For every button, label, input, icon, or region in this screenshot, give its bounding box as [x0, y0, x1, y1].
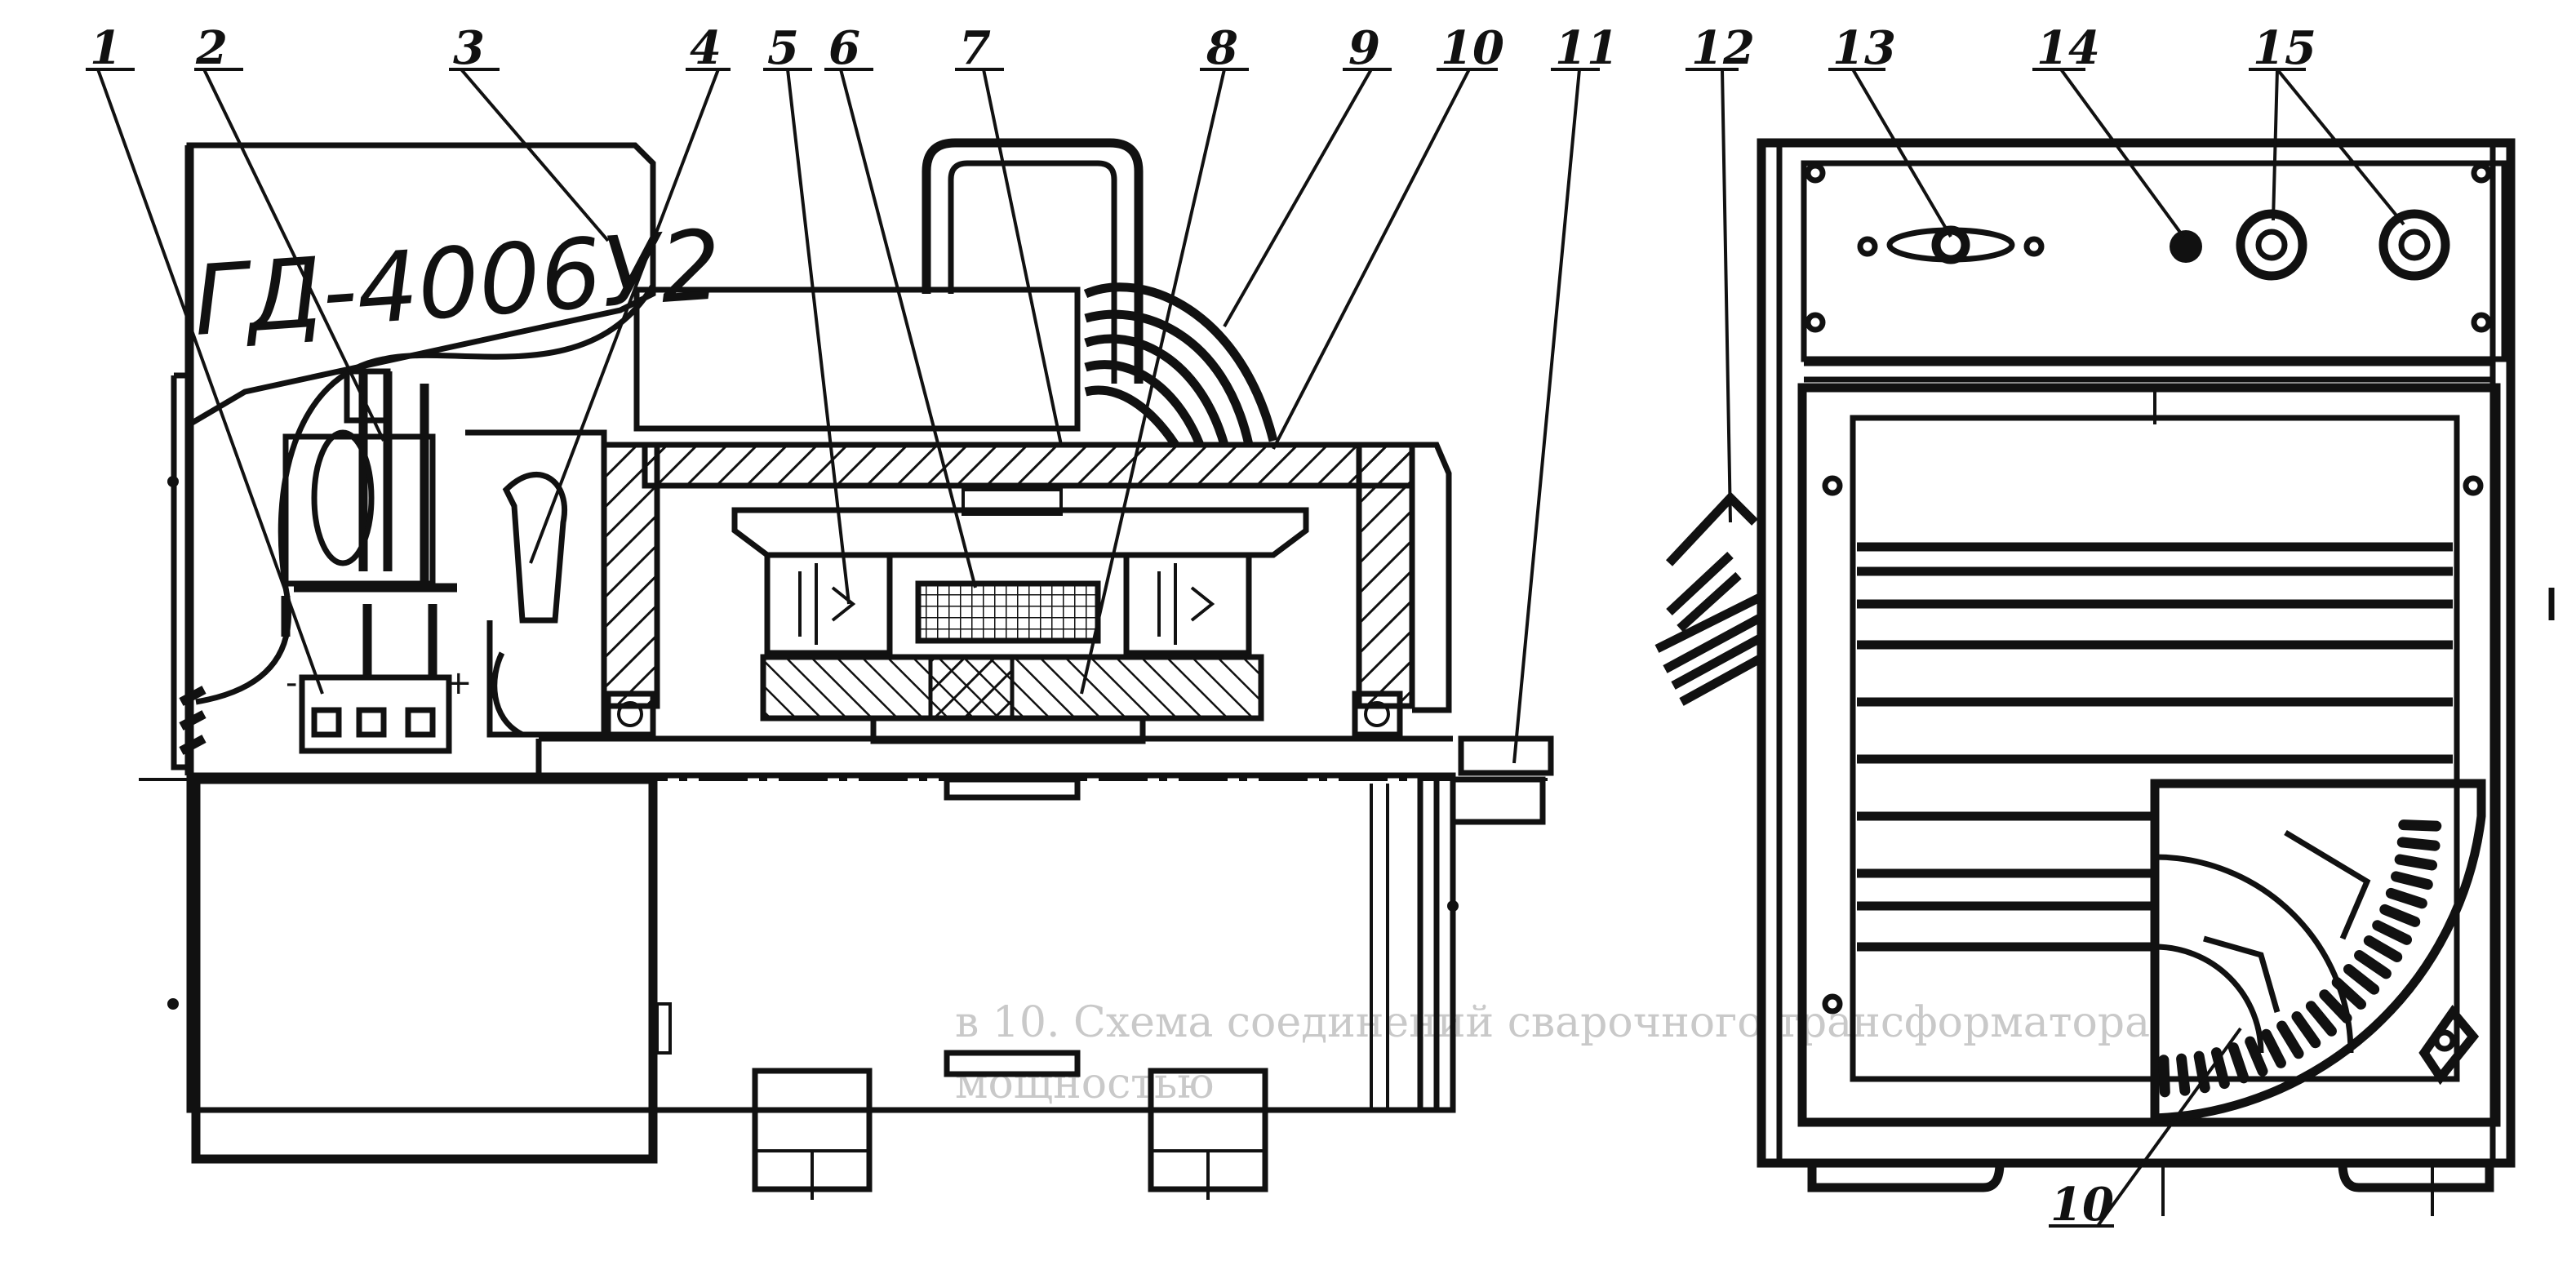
- rotor-slot: [2227, 1042, 2250, 1084]
- rotor-slots: [2158, 819, 2442, 1098]
- rotor-slot: [2372, 920, 2413, 945]
- rotor-slot: [2391, 871, 2433, 890]
- rotor-slot: [2291, 1011, 2321, 1049]
- callout-2: 2: [195, 21, 228, 75]
- rotor-slot: [2396, 837, 2441, 851]
- model-label: ГД-4006У2: [189, 208, 725, 357]
- rotor-slot: [2245, 1036, 2268, 1077]
- rotor-slot: [2354, 949, 2392, 979]
- callout-15: 15: [2253, 21, 2316, 75]
- rotor-slot: [2363, 935, 2403, 963]
- side-section-view: - + ГД-4006У2: [139, 138, 1554, 1200]
- rotor-slot: [2305, 1001, 2337, 1037]
- terminal-plus-sign: +: [445, 664, 473, 702]
- rotor-slot: [2331, 977, 2367, 1010]
- cutaway-slot-section: [2150, 779, 2486, 1123]
- rotor-slot: [2385, 887, 2427, 909]
- ventilation-louvres: [1857, 542, 2453, 952]
- rotor-slot: [2276, 1020, 2304, 1059]
- terminal-block: [299, 604, 452, 754]
- rotor-slot: [2176, 1053, 2191, 1096]
- callout-10: 10: [1441, 21, 1504, 75]
- control-panel: [1857, 209, 2450, 281]
- callout-8: 8: [1206, 21, 1238, 75]
- rotor-slot: [2193, 1050, 2210, 1094]
- callout-7: 7: [959, 21, 991, 75]
- callout-12: 12: [1691, 21, 1755, 75]
- output-socket-icon: [2236, 209, 2307, 281]
- terminal-minus-sign: -: [286, 664, 297, 702]
- callout-11: 11: [1555, 21, 1619, 75]
- rotor-slot: [2379, 904, 2421, 927]
- callouts: 1 2 3 4 5 6 7 8 9 10 11 12 13 14 15 10: [86, 21, 2405, 1232]
- rotor-slot: [2261, 1028, 2286, 1068]
- callout-10-front: 10: [2050, 1178, 2114, 1232]
- callout-6: 6: [828, 21, 860, 75]
- callout-5: 5: [767, 21, 799, 75]
- callout-13: 13: [1832, 21, 1896, 75]
- callout-14: 14: [2036, 21, 2100, 75]
- output-socket-icon: [2378, 209, 2450, 281]
- bleed-through-text-line1: в 10. Схема соединений сварочного трансф…: [955, 998, 2150, 1047]
- front-view: [1654, 138, 2555, 1216]
- callout-3: 3: [453, 21, 485, 75]
- callout-4: 4: [690, 21, 722, 75]
- callout-9: 9: [1348, 21, 1380, 75]
- rotor-slot: [2394, 854, 2438, 871]
- cable-bundle: [1083, 282, 1278, 448]
- rotor-slot: [2343, 964, 2380, 995]
- bleed-through-text-line2: мощностью: [955, 1059, 1215, 1108]
- callout-1: 1: [90, 21, 122, 75]
- rotor-slot: [2319, 989, 2352, 1024]
- rotor-slot: [2398, 819, 2442, 832]
- rotor-slot: [2158, 1055, 2170, 1098]
- indicator-lamp-icon: [2170, 230, 2202, 263]
